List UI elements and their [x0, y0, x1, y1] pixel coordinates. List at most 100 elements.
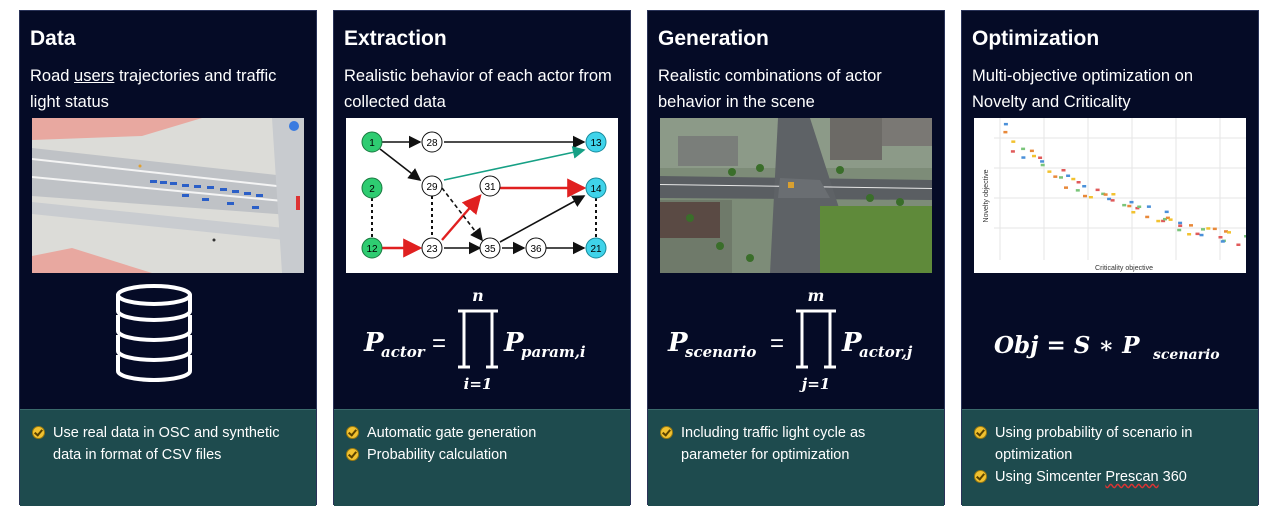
check-circle-icon — [32, 426, 45, 439]
panel-title: Data — [30, 27, 76, 50]
graph-node: 36 — [530, 244, 542, 255]
scatter-point — [1189, 224, 1193, 227]
svg-text:j=1: j=1 — [799, 375, 830, 393]
check-circle-icon — [346, 448, 359, 461]
scatter-point — [1146, 205, 1151, 208]
panel-title: Optimization — [972, 27, 1100, 50]
scatter-point — [1178, 221, 1183, 225]
scatter-point — [1135, 206, 1140, 210]
scatter-point — [1161, 219, 1166, 223]
scatter-point — [1220, 240, 1225, 243]
scatter-point — [1127, 204, 1132, 208]
database-icon — [116, 284, 192, 382]
bullet-area: Using probability of scenario in optimiz… — [962, 409, 1258, 506]
scatter-point — [1164, 210, 1169, 214]
scatter-point — [1218, 236, 1223, 239]
scatter-point — [1032, 154, 1036, 158]
scatter-point — [1040, 163, 1045, 167]
panel-title: Generation — [658, 27, 769, 50]
scatter-point — [1088, 196, 1093, 199]
road-map-image — [32, 118, 304, 273]
bullet-item: Including traffic light cycle as paramet… — [660, 422, 932, 466]
scatter-point — [1212, 227, 1217, 231]
scatter-point — [1010, 150, 1015, 153]
svg-text:P: P — [503, 328, 525, 358]
graph-node: 23 — [426, 244, 438, 255]
bullet-item: Using Simcenter Prescan 360 — [974, 466, 1246, 488]
svg-text:scenario: scenario — [685, 343, 756, 361]
graph-node: 31 — [484, 182, 496, 193]
svg-text:scenario: scenario — [1153, 347, 1220, 363]
scatter-point — [1021, 156, 1026, 159]
scatter-point — [1110, 199, 1115, 202]
graph-node: 21 — [590, 244, 602, 255]
scatter-point — [1107, 197, 1112, 201]
pareto-scatter: Novelty objective Criticality objective — [974, 118, 1246, 273]
panel-extraction: Extraction Realistic behavior of each ac… — [333, 10, 632, 506]
scatter-point — [1206, 227, 1211, 230]
svg-text:actor,j: actor,j — [859, 343, 913, 361]
svg-text:param,i: param,i — [521, 343, 586, 361]
scatter-point — [1047, 170, 1052, 173]
graph-node: 2 — [369, 184, 375, 195]
graph-node: 28 — [426, 138, 438, 149]
check-circle-icon — [660, 426, 673, 439]
scatter-point — [1095, 188, 1100, 192]
panel-subtitle: Multi-objective optimization on Novelty … — [972, 67, 1194, 111]
graph-node: 1 — [369, 138, 375, 149]
scene-image — [660, 118, 932, 273]
panel-subtitle: Realistic behavior of each actor from co… — [344, 67, 612, 111]
svg-text:Novelty objective: Novelty objective — [983, 169, 990, 222]
graph-node: 13 — [590, 138, 602, 149]
svg-text:P: P — [363, 328, 385, 358]
panel-generation: Generation Realistic combinations of act… — [647, 10, 946, 506]
scatter-point — [1129, 200, 1134, 204]
bullet-area: Use real data in OSC and synthetic data … — [20, 409, 316, 506]
scatter-point — [1071, 177, 1076, 181]
scatter-point — [1165, 216, 1170, 220]
check-circle-icon — [346, 426, 359, 439]
scatter-point — [1168, 218, 1173, 221]
scatter-point — [1011, 140, 1016, 143]
check-circle-icon — [974, 470, 987, 483]
scatter-point — [1053, 175, 1058, 178]
scatter-point — [1227, 231, 1231, 234]
scatter-point — [1122, 203, 1127, 207]
scatter-point — [1038, 156, 1043, 159]
scatter-point — [1076, 181, 1081, 184]
scatter-point — [1201, 228, 1205, 231]
svg-text:i=1: i=1 — [464, 375, 493, 393]
scatter-point — [1195, 232, 1200, 236]
bullet-area: Automatic gate generation Probability ca… — [334, 409, 630, 506]
panel-subtitle: Realistic combinations of actor behavior… — [658, 67, 882, 111]
panel-optimization: Optimization Multi-objective optimizatio… — [961, 10, 1259, 506]
bullet-item: Probability calculation — [346, 444, 618, 466]
svg-text:actor: actor — [381, 343, 426, 361]
scatter-point — [1177, 228, 1182, 232]
graph-node: 12 — [366, 244, 378, 255]
bullet-item: Automatic gate generation — [346, 422, 618, 444]
check-circle-icon — [974, 426, 987, 439]
svg-text:n: n — [472, 286, 484, 305]
svg-text:Criticality objective: Criticality objective — [1095, 265, 1153, 272]
scatter-point — [1163, 217, 1167, 221]
scenario-formula: P scenario = m j=1 P actor,j — [648, 281, 946, 401]
scatter-point — [1224, 230, 1228, 233]
scatter-point — [1236, 243, 1241, 246]
scatter-point — [1156, 219, 1161, 223]
scatter-point — [1066, 174, 1071, 177]
scatter-point — [1103, 193, 1108, 196]
svg-text:P: P — [841, 328, 863, 358]
scatter-point — [1021, 147, 1026, 151]
scatter-point — [1145, 215, 1150, 219]
scatter-point — [1075, 189, 1080, 192]
scatter-point — [1064, 186, 1068, 189]
scatter-point — [1187, 233, 1192, 236]
scatter-point — [1061, 169, 1066, 172]
scatter-point — [1111, 193, 1116, 196]
panel-title: Extraction — [344, 27, 447, 50]
scatter-point — [1040, 160, 1045, 163]
bullet-area: Including traffic light cycle as paramet… — [648, 409, 944, 506]
actor-formula: P actor = n i=1 P param,i — [334, 281, 632, 401]
